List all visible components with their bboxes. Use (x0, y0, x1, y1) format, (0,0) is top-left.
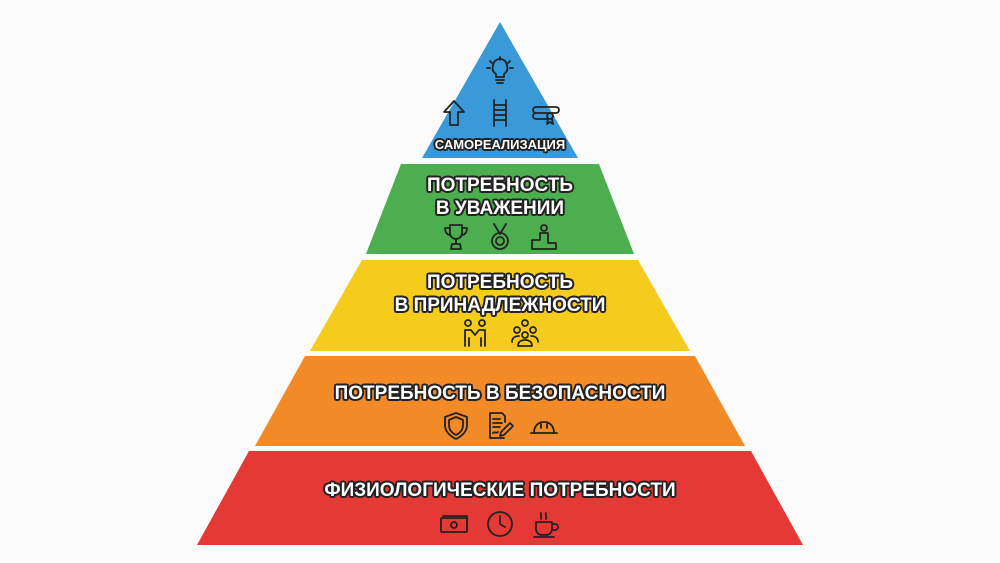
medal-icon (491, 223, 509, 250)
icon-row (0, 509, 1000, 539)
diploma-icon (532, 106, 560, 125)
coffee-cup-icon (533, 512, 559, 538)
tier-self-actualization: САМОРЕАЛИЗАЦИЯ (0, 22, 1000, 158)
icon-row (0, 98, 1000, 128)
tier-label-line2: В УВАЖЕНИИ (435, 198, 565, 219)
podium-icon (531, 224, 557, 250)
lightbulb-icon (486, 56, 514, 84)
icon-row (0, 222, 1000, 252)
tier-label: ФИЗИОЛОГИЧЕСКИЕ ПОТРЕБНОСТИ (324, 480, 676, 501)
tier-label: САМОРЕАЛИЗАЦИЯ (434, 137, 566, 152)
tier-label-line1: ПОТРЕБНОСТЬ (426, 175, 574, 196)
ladder-icon (493, 99, 507, 127)
contract-icon (489, 412, 514, 439)
hard-hat-icon (530, 421, 558, 434)
handshake-people-icon (464, 319, 486, 347)
tier-label-line2: В ПРИНАДЛЕЖНОСТИ (394, 295, 606, 316)
money-icon (440, 515, 468, 533)
tier-shape (310, 260, 690, 351)
icon-row (0, 411, 1000, 441)
icon-row (0, 318, 1000, 348)
tier-label: ПОТРЕБНОСТЬ В БЕЗОПАСНОСТИ (334, 383, 666, 404)
tier-safety: ПОТРЕБНОСТЬ В БЕЗОПАСНОСТИ (0, 356, 1000, 446)
icon-row (0, 56, 1000, 86)
trophy-icon (444, 224, 468, 250)
arrow-up-icon (443, 100, 465, 126)
tier-physiological: ФИЗИОЛОГИЧЕСКИЕ ПОТРЕБНОСТИ (0, 451, 1000, 545)
tier-shape (255, 356, 745, 446)
tier-esteem: ПОТРЕБНОСТЬ В УВАЖЕНИИ (0, 164, 1000, 254)
tier-label-line1: ПОТРЕБНОСТЬ (426, 272, 574, 293)
tier-shape (197, 451, 803, 545)
tier-shape (366, 164, 634, 254)
group-icon (511, 319, 539, 347)
tier-belonging: ПОТРЕБНОСТЬ В ПРИНАДЛЕЖНОСТИ (0, 260, 1000, 351)
shield-icon (444, 412, 468, 440)
clock-icon (487, 511, 513, 537)
